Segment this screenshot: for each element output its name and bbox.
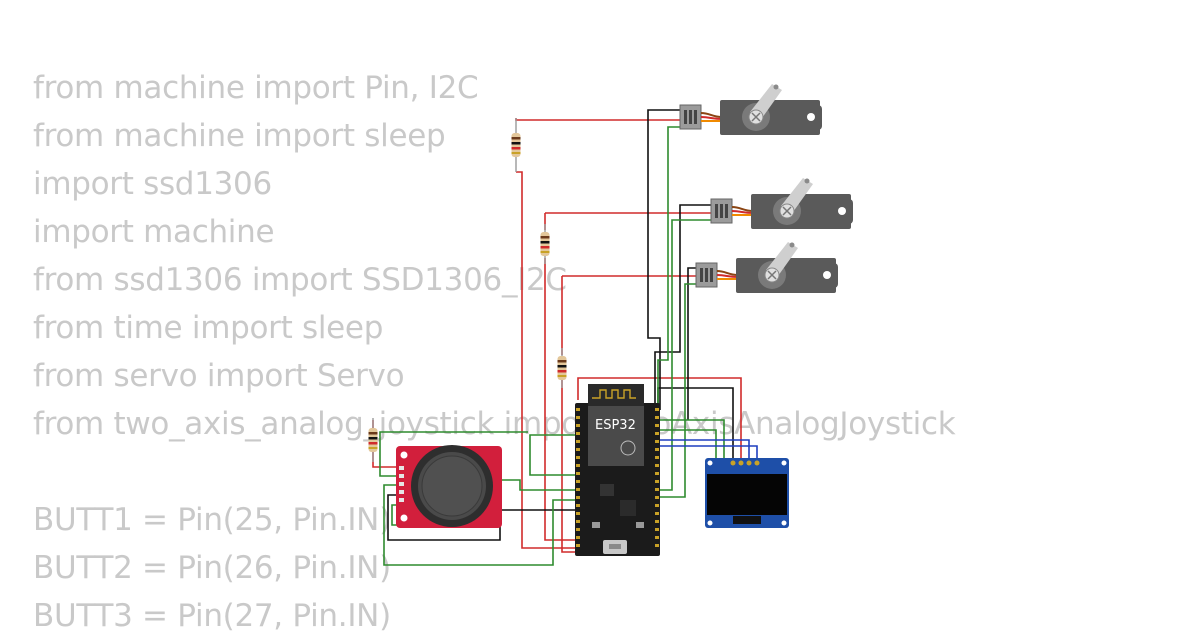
code-line: from machine import sleep <box>33 118 446 154</box>
esp32-board[interactable]: ESP32 <box>575 384 660 556</box>
code-line: BUTT2 = Pin(26, Pin.IN) <box>33 550 391 586</box>
resistor[interactable] <box>368 418 378 462</box>
pin-header-right <box>655 408 659 547</box>
wire-red[interactable] <box>515 118 680 121</box>
servo-motor[interactable] <box>695 242 838 293</box>
wire-green[interactable] <box>379 431 528 477</box>
wire-green[interactable] <box>500 479 578 491</box>
wire-green[interactable] <box>529 420 579 476</box>
wire-green[interactable] <box>658 419 725 462</box>
oled-display[interactable] <box>705 458 789 528</box>
wire-black[interactable] <box>687 267 700 420</box>
wire-green[interactable] <box>391 504 398 526</box>
wire-green[interactable] <box>383 484 578 566</box>
resistor[interactable] <box>557 348 567 388</box>
wire-green[interactable] <box>658 283 700 498</box>
code-line: import ssd1306 <box>33 166 272 202</box>
wire-black[interactable] <box>647 109 684 410</box>
resistor[interactable] <box>511 118 521 172</box>
servo-motor[interactable] <box>710 178 853 229</box>
wire-green[interactable] <box>658 219 715 491</box>
servo-motor[interactable] <box>679 84 822 135</box>
wire-black[interactable] <box>654 204 715 410</box>
code-line: BUTT1 = Pin(25, Pin.IN) <box>33 502 391 538</box>
wire-blue[interactable] <box>658 445 758 462</box>
joystick-pins <box>399 466 404 502</box>
code-line: from servo import Servo <box>33 358 405 394</box>
wire-black[interactable] <box>657 387 734 462</box>
pin-header-left <box>576 408 580 547</box>
wire-green[interactable] <box>658 429 717 462</box>
code-line: BUTT3 = Pin(27, Pin.IN) <box>33 598 391 634</box>
wire-red[interactable] <box>561 380 578 553</box>
code-line: from ssd1306 import SSD1306_I2C <box>33 262 567 298</box>
joystick-module[interactable] <box>396 445 502 528</box>
code-line: from time import sleep <box>33 310 384 346</box>
wire-red[interactable] <box>544 258 578 541</box>
resistor[interactable] <box>540 224 550 264</box>
oled-pins <box>730 460 760 466</box>
wire-green[interactable] <box>657 126 684 420</box>
wire-blue[interactable] <box>658 439 750 462</box>
esp32-label: ESP32 <box>595 418 636 433</box>
wire-red[interactable] <box>516 171 578 549</box>
wire-black[interactable] <box>387 494 578 541</box>
code-line: from machine import Pin, I2C <box>33 70 479 106</box>
code-line: import machine <box>33 214 275 250</box>
